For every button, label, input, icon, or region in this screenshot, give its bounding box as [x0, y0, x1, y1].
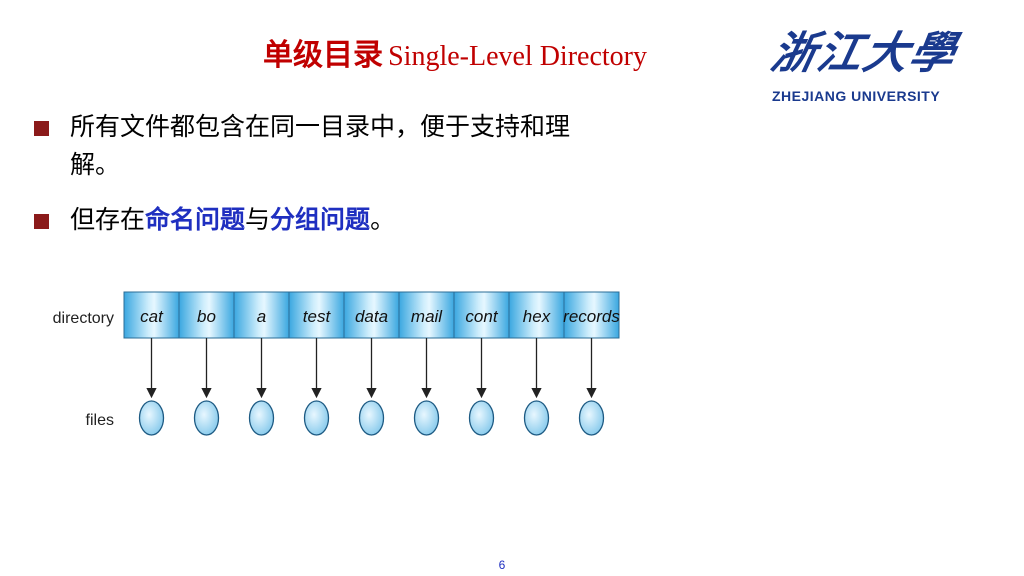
bullet-text-1: 所有文件都包含在同一目录中，便于支持和理解。	[70, 112, 571, 179]
bullet-2-mid: 与	[245, 205, 271, 234]
file-node	[303, 400, 330, 436]
bullet-2-prefix: 但存在	[70, 205, 146, 234]
directory-entry-label: cont	[465, 307, 498, 326]
directory-entry-label: cat	[140, 307, 164, 326]
bullet-square-icon	[34, 121, 49, 136]
file-node	[358, 400, 385, 436]
directory-cell	[398, 291, 455, 339]
single-level-directory-diagram: directory files cat bo a test data mail cont he…	[53, 291, 620, 436]
directory-entries: cat bo a test data mail cont hex records	[123, 291, 620, 436]
files-label: files	[86, 412, 114, 429]
directory-entry-label: a	[257, 307, 266, 326]
directory-entry-label: records	[563, 307, 620, 326]
directory-entry-label: data	[355, 307, 388, 326]
directory-cell	[178, 291, 235, 339]
logo-university-name: ZHEJIANG UNIVERSITY	[772, 88, 941, 104]
bullet-item-1: 所有文件都包含在同一目录中，便于支持和理解。	[34, 108, 614, 184]
directory-label: directory	[53, 310, 114, 327]
file-node	[138, 400, 165, 436]
file-node	[523, 400, 550, 436]
directory-entry-label: bo	[197, 307, 216, 326]
file-node	[248, 400, 275, 436]
bullet-2-suffix: 。	[370, 205, 396, 234]
bullet-text-2: 但存在命名问题与分组问题。	[70, 201, 614, 239]
file-node	[413, 400, 440, 436]
title-chinese: 单级目录	[263, 38, 383, 73]
logo-calligraphy: 浙江大學	[766, 28, 962, 79]
page-number: 6	[498, 558, 506, 572]
directory-entry-label: test	[303, 307, 332, 326]
file-node	[193, 400, 220, 436]
directory-entry-label: mail	[411, 307, 443, 326]
bullet-item-2: 但存在命名问题与分组问题。	[34, 201, 614, 239]
bullet-square-icon	[34, 214, 49, 229]
grouping-problem-highlight: 分组问题	[270, 205, 371, 234]
file-node	[468, 400, 495, 436]
file-node	[578, 400, 605, 436]
title-english: Single-Level Directory	[388, 41, 647, 72]
naming-problem-highlight: 命名问题	[145, 205, 246, 234]
directory-cell	[453, 291, 510, 339]
directory-cell	[343, 291, 400, 339]
university-logo: 浙江大學 ZHEJIANG UNIVERSITY	[767, 28, 962, 112]
directory-cell	[563, 291, 620, 339]
directory-entry-label: hex	[523, 307, 551, 326]
slide-title: 单级目录 Single-Level Directory	[0, 30, 910, 74]
